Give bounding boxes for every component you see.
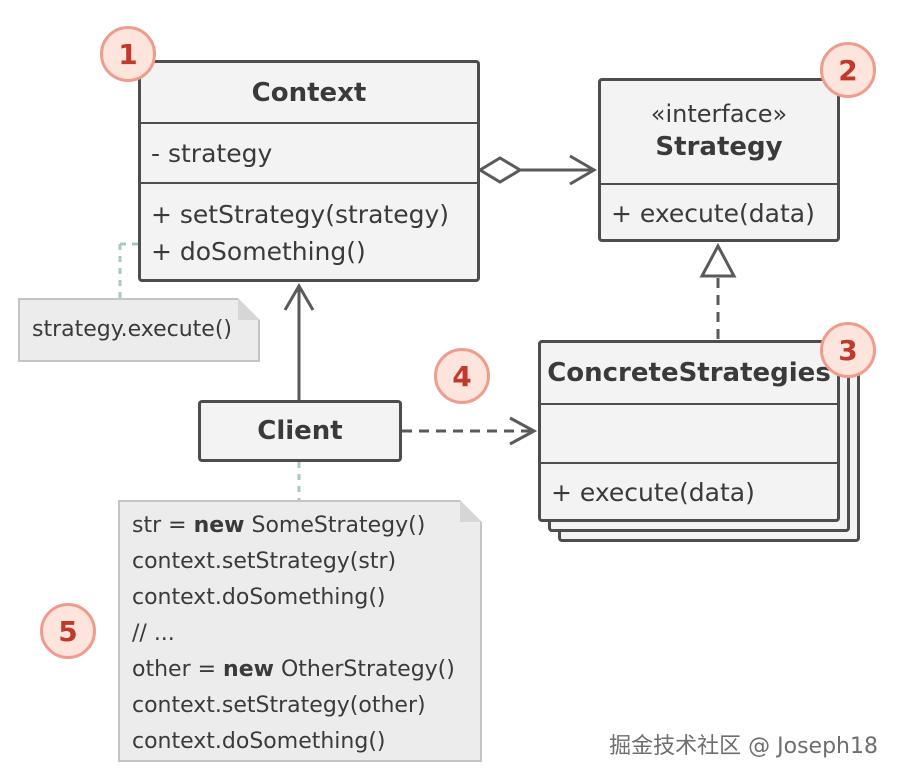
context-class-name: Context	[251, 77, 367, 108]
code-text: str =	[132, 513, 194, 538]
badge-4: 4	[434, 348, 490, 404]
code-keyword: new	[193, 513, 245, 538]
code-keyword: new	[223, 657, 274, 682]
context-fields: - strategy	[141, 124, 477, 184]
badge-5: 5	[40, 603, 96, 659]
code-text: context.setStrategy(other)	[132, 693, 426, 718]
context-note-text: strategy.execute()	[32, 317, 233, 342]
client-header: Client	[201, 403, 399, 459]
code-line: context.setStrategy(str)	[132, 544, 480, 580]
client-code: str = new SomeStrategy() context.setStrat…	[120, 502, 480, 760]
client-name: Client	[257, 416, 343, 446]
aggregation-connector	[477, 154, 597, 186]
strategy-name: Strategy	[655, 132, 783, 162]
note-fold-corner	[460, 500, 482, 522]
context-methods: + setStrategy(strategy) + doSomething()	[141, 184, 477, 270]
context-class-header: Context	[141, 63, 477, 124]
code-text: OtherStrategy()	[273, 657, 455, 682]
context-class[interactable]: Context - strategy + setStrategy(strateg…	[138, 60, 480, 282]
code-line: context.setStrategy(other)	[132, 688, 480, 724]
client-note: str = new SomeStrategy() context.setStrat…	[118, 500, 482, 762]
code-text: context.doSomething()	[132, 729, 386, 754]
badge-2: 2	[820, 42, 876, 98]
concrete-strategies-class[interactable]: ConcreteStrategies + execute(data)	[538, 340, 840, 522]
badge-1: 1	[100, 26, 156, 82]
code-text: // ...	[132, 621, 175, 646]
code-line: other = new OtherStrategy()	[132, 652, 480, 688]
badge-3: 3	[820, 322, 876, 378]
dependency-connector	[402, 416, 538, 446]
association-connector	[283, 283, 315, 400]
concrete-methods: + execute(data)	[541, 464, 837, 511]
code-line: // ...	[132, 616, 480, 652]
code-line: str = new SomeStrategy()	[132, 508, 480, 544]
strategy-interface[interactable]: «interface» Strategy + execute(data)	[598, 78, 840, 242]
note-fold-corner	[238, 298, 260, 320]
concrete-method: + execute(data)	[551, 478, 755, 507]
code-text: SomeStrategy()	[244, 513, 426, 538]
context-field: - strategy	[151, 139, 273, 168]
strategy-header: «interface» Strategy	[601, 81, 837, 185]
context-note: strategy.execute()	[18, 298, 260, 362]
client-class[interactable]: Client	[198, 400, 402, 462]
code-text: other =	[132, 657, 224, 682]
context-method: + doSomething()	[151, 237, 366, 266]
strategy-stereotype: «interface»	[650, 100, 788, 128]
code-text: context.setStrategy(str)	[132, 549, 397, 574]
concrete-name: ConcreteStrategies	[547, 358, 831, 388]
realization-connector	[699, 242, 737, 340]
context-method: + setStrategy(strategy)	[151, 200, 449, 229]
strategy-methods: + execute(data)	[601, 185, 837, 232]
concrete-fields	[541, 405, 837, 464]
code-line: context.doSomething()	[132, 724, 480, 760]
code-text: context.doSomething()	[132, 585, 386, 610]
strategy-method: + execute(data)	[611, 199, 815, 228]
watermark: 掘金技术社区 @ Joseph18	[609, 734, 878, 759]
concrete-header: ConcreteStrategies	[541, 343, 837, 405]
code-line: context.doSomething()	[132, 580, 480, 616]
